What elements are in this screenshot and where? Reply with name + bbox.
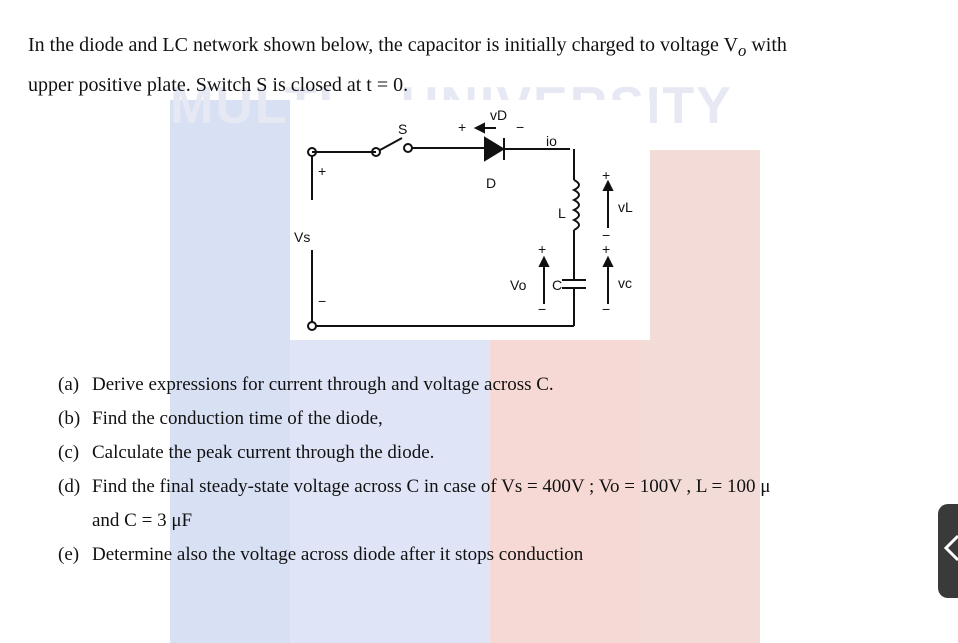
vs-minus: − [318, 293, 326, 309]
vd-label: vD [490, 107, 507, 123]
vc-minus: − [602, 301, 610, 317]
question-a: (a) Derive expressions for current throu… [58, 374, 554, 395]
switch-right-terminal [403, 143, 413, 153]
question-b: (b) Find the conduction time of the diod… [58, 408, 383, 429]
vd-plus: + [458, 119, 466, 135]
vs-plus: + [318, 163, 326, 179]
intro-line-2: upper positive plate. Switch S is closed… [28, 74, 409, 96]
vs-label: Vs [294, 229, 310, 245]
question-d-line-2: and C = 3 μF [92, 510, 193, 531]
switch-blade [379, 137, 403, 151]
vs-bottom-terminal [307, 321, 317, 331]
vc-plus: + [602, 241, 610, 257]
question-d: (d) Find the final steady-state voltage … [58, 474, 938, 542]
question-e: (e) Determine also the voltage across di… [58, 544, 584, 565]
vo-minus: − [538, 301, 546, 317]
inductor-label: L [558, 205, 566, 221]
intro-line-1: In the diode and LC network shown below,… [28, 34, 787, 60]
vl-plus: + [602, 167, 610, 183]
switch-label: S [398, 121, 407, 137]
vo-plus: + [538, 241, 546, 257]
question-c: (c) Calculate the peak current through t… [58, 442, 435, 463]
switch-left-terminal [371, 147, 381, 157]
chevron-icon [943, 534, 958, 562]
circuit-diagram: S D vD + − io Vs + − L vL + − C Vo + − v… [290, 100, 650, 340]
diode-label: D [486, 175, 496, 191]
capacitor-label: C [552, 277, 562, 293]
diode-symbol [484, 136, 505, 162]
question-list: (a) Derive expressions for current throu… [58, 372, 938, 576]
vo-label: Vo [510, 277, 527, 293]
inductor-symbol [571, 179, 580, 231]
io-label: io [546, 133, 557, 149]
vd-minus: − [516, 119, 524, 135]
problem-statement: In the diode and LC network shown below,… [28, 28, 928, 103]
question-d-line-1: Find the final steady-state voltage acro… [92, 476, 771, 497]
vc-label: vc [618, 275, 632, 291]
vl-minus: − [602, 227, 610, 243]
vl-label: vL [618, 199, 633, 215]
side-nav-button[interactable] [938, 504, 958, 598]
